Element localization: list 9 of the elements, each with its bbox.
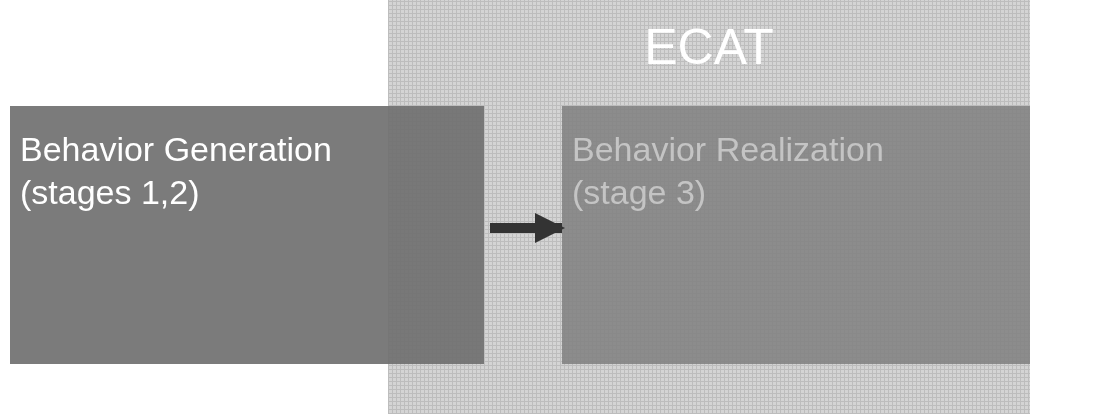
process-box [10, 106, 484, 364]
arrow [490, 213, 565, 243]
process-box [562, 106, 1030, 364]
box-subtitle: (stages 1,2) [20, 171, 200, 213]
box-title: Behavior Realization [572, 129, 884, 170]
container-panel [388, 0, 1030, 414]
box-title: Behavior Generation [20, 129, 332, 170]
box-subtitle: (stage 3) [572, 171, 707, 213]
panel-title: ECAT [644, 22, 774, 72]
